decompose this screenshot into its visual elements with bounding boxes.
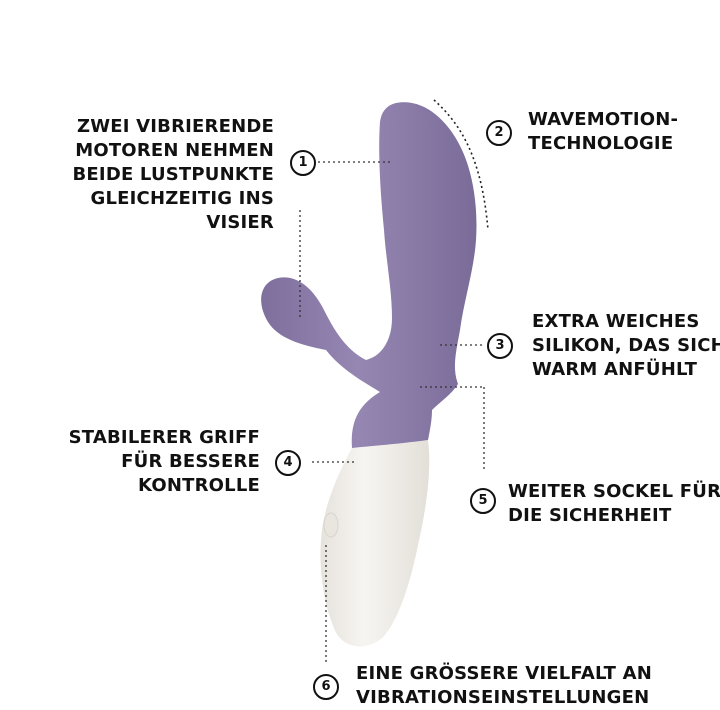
callout-2-line-2: TECHNOLOGIE xyxy=(528,133,674,154)
callout-5-text: WEITER SOCKEL FÜR DIE SICHERHEIT xyxy=(508,480,720,528)
callout-3-text: EXTRA WEICHES SILIKON, DAS SICH WARM ANF… xyxy=(532,310,720,382)
callout-4-line-1: STABILERER GRIFF xyxy=(68,427,260,448)
main-arm-shape xyxy=(261,102,477,448)
handle-shape xyxy=(320,440,430,647)
callout-5-number: 5 xyxy=(470,488,496,514)
callout-4-number: 4 xyxy=(275,450,301,476)
callout-2-text: WAVEMOTION- TECHNOLOGIE xyxy=(528,108,678,156)
callout-1-text: ZWEI VIBRIERENDE MOTOREN NEHMEN BEIDE LU… xyxy=(73,115,275,235)
callout-2-line-1: WAVEMOTION- xyxy=(528,109,679,130)
callout-1-line-5: VISIER xyxy=(206,212,274,233)
callout-1-line-4: GLEICHZEITIG INS xyxy=(90,188,274,209)
leader-lines xyxy=(299,161,485,665)
callout-1-line-3: BEIDE LUSTPUNKTE xyxy=(72,164,274,185)
callout-3-line-2: SILIKON, DAS SICH xyxy=(532,335,720,356)
callout-4-line-2: FÜR BESSERE xyxy=(121,451,260,472)
callout-6-text: EINE GRÖSSERE VIELFALT AN VIBRATIONSEINS… xyxy=(356,662,652,710)
callout-5-line-1: WEITER SOCKEL FÜR xyxy=(508,481,720,502)
callout-3-number: 3 xyxy=(487,333,513,359)
callout-1-number: 1 xyxy=(290,150,316,176)
callout-6-line-2: VIBRATIONSEINSTELLUNGEN xyxy=(356,687,650,708)
callout-3-line-3: WARM ANFÜHLT xyxy=(532,359,698,380)
handle-button xyxy=(323,512,339,538)
callout-6-line-1: EINE GRÖSSERE VIELFALT AN xyxy=(356,663,652,684)
callout-6-number: 6 xyxy=(313,674,339,700)
callout-2-number: 2 xyxy=(486,120,512,146)
callout-4-line-3: KONTROLLE xyxy=(138,475,260,496)
wave-dotted-line xyxy=(433,99,489,231)
callout-1-line-1: ZWEI VIBRIERENDE xyxy=(76,116,274,137)
callout-4-text: STABILERER GRIFF FÜR BESSERE KONTROLLE xyxy=(69,426,260,498)
callout-1-line-2: MOTOREN NEHMEN xyxy=(75,140,274,161)
callout-3-line-1: EXTRA WEICHES xyxy=(532,311,700,332)
callout-5-line-2: DIE SICHERHEIT xyxy=(508,505,672,526)
